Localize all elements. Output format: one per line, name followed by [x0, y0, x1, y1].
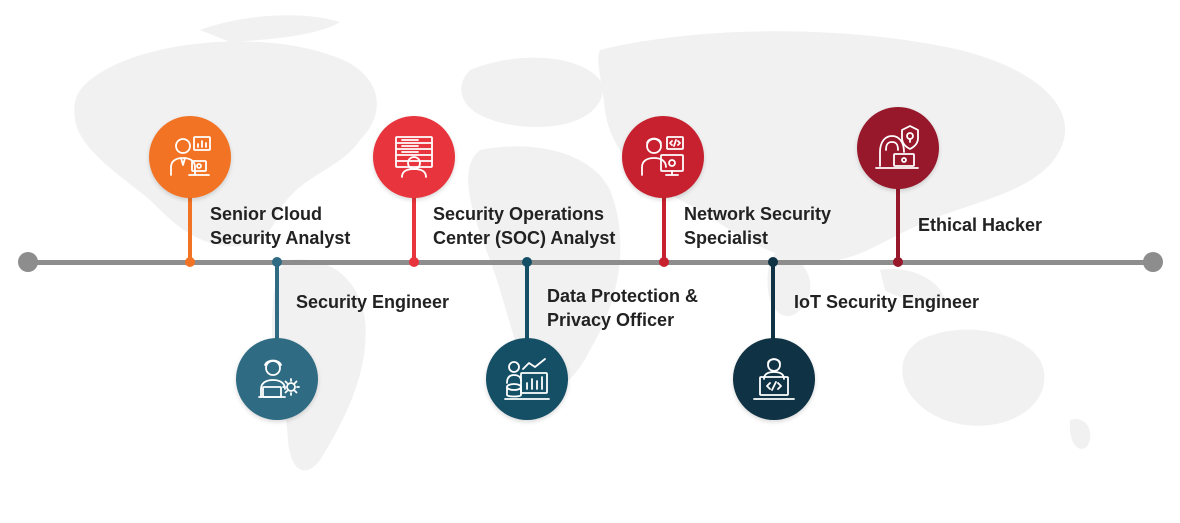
role-label: Network Security Specialist	[684, 204, 832, 248]
role-circle-security-engineer	[236, 338, 318, 420]
role-circle-senior-cloud-security-analyst	[149, 116, 231, 198]
timeline-node	[522, 257, 532, 267]
hacker-shield-icon	[875, 125, 919, 169]
role-circle-iot-security-engineer	[733, 338, 815, 420]
connector-line	[188, 190, 192, 262]
timeline-node	[768, 257, 778, 267]
timeline-node	[272, 257, 282, 267]
timeline-node	[409, 257, 419, 267]
network-gear-icon	[641, 136, 684, 176]
code-laptop-icon	[753, 358, 795, 400]
role-label: Senior Cloud Security Analyst	[210, 204, 351, 248]
connector-line	[896, 180, 900, 262]
engineer-gear-icon	[258, 359, 300, 398]
role-circle-data-protection-officer	[486, 338, 568, 420]
role-circle-soc-analyst	[373, 116, 455, 198]
timeline-start-dot	[18, 252, 38, 272]
connector-line	[771, 262, 775, 342]
timeline-node	[185, 257, 195, 267]
timeline-node	[659, 257, 669, 267]
connector-line	[525, 262, 529, 342]
role-circle-network-security-specialist	[622, 116, 704, 198]
role-label: Security Engineer	[296, 292, 450, 312]
connector-line	[662, 190, 666, 262]
connector-line	[275, 262, 279, 342]
timeline-end-dot	[1143, 252, 1163, 272]
role-label: Data Protection & Privacy Officer	[547, 286, 699, 330]
connector-line	[412, 190, 416, 262]
soc-server-icon	[395, 136, 433, 178]
role-label: Security Operations Center (SOC) Analyst	[433, 204, 616, 248]
role-label: IoT Security Engineer	[794, 292, 980, 312]
data-chart-icon	[504, 358, 550, 400]
analyst-icon	[170, 136, 211, 176]
timeline-axis	[28, 260, 1154, 265]
role-circle-ethical-hacker	[857, 107, 939, 189]
timeline-node	[893, 257, 903, 267]
role-label: Ethical Hacker	[918, 215, 1043, 235]
